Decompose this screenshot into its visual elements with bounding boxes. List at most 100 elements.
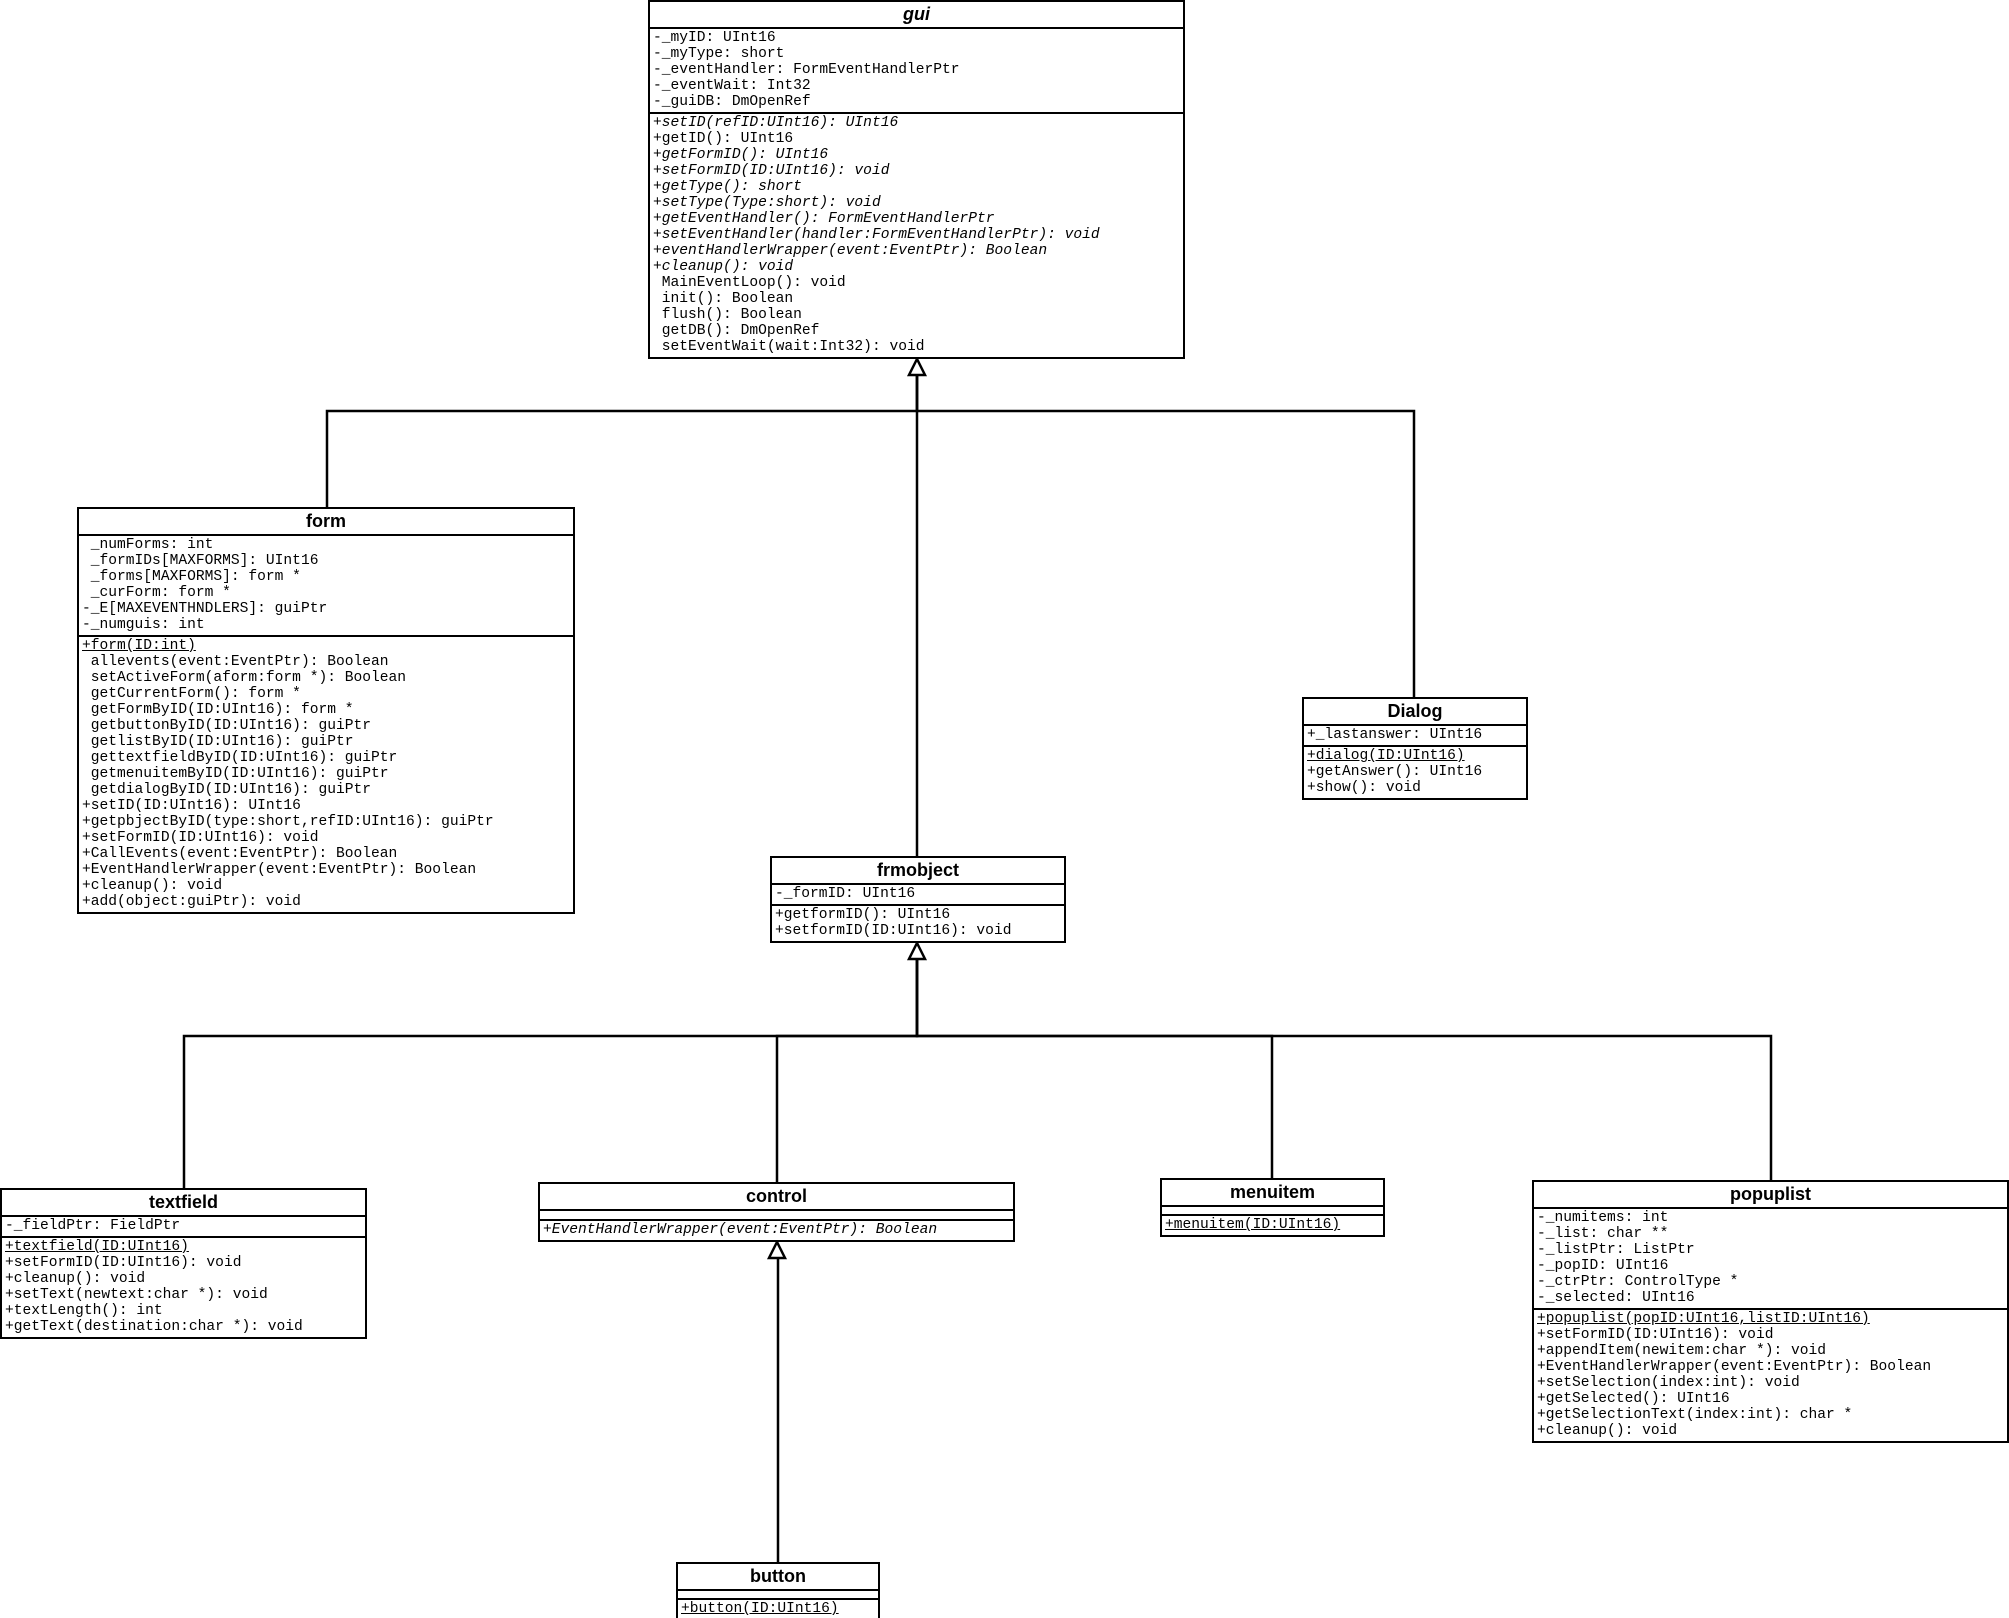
- operation: +setType(Type:short): void: [653, 195, 881, 211]
- attribute: -_listPtr: ListPtr: [1537, 1242, 1695, 1258]
- generalization-line-dialog: [915, 375, 1416, 697]
- class-name: popuplist: [1534, 1182, 2007, 1209]
- operation: +getSelectionText(index:int): char *: [1537, 1407, 1853, 1423]
- attributes-compartment: +_lastanswer: UInt16: [1304, 726, 1526, 745]
- operation: +cleanup(): void: [1537, 1423, 1678, 1439]
- operation: +getformID(): UInt16: [775, 907, 951, 923]
- attribute: -_selected: UInt16: [1537, 1290, 1695, 1306]
- operation: +getpbjectByID(type:short,refID:UInt16):…: [82, 814, 494, 830]
- class-dialog[interactable]: Dialog +_lastanswer: UInt16 +dialog(ID:U…: [1302, 697, 1528, 800]
- attribute: -_numitems: int: [1537, 1210, 1669, 1226]
- operations-compartment: +button(ID:UInt16): [678, 1598, 878, 1618]
- operations-compartment: +getformID(): UInt16+setformID(ID:UInt16…: [772, 904, 1064, 941]
- operations-compartment: +dialog(ID:UInt16)+getAnswer(): UInt16+s…: [1304, 745, 1526, 798]
- operation: +getType(): short: [653, 179, 802, 195]
- operation: +cleanup(): void: [82, 878, 223, 894]
- operations-compartment: +menuitem(ID:UInt16): [1162, 1214, 1383, 1235]
- operation: +textLength(): int: [5, 1303, 163, 1319]
- operations-compartment: +EventHandlerWrapper(event:EventPtr): Bo…: [540, 1219, 1013, 1240]
- operation: +eventHandlerWrapper(event:EventPtr): Bo…: [653, 243, 1048, 259]
- operation: MainEventLoop(): void: [653, 275, 846, 291]
- operations-compartment: +textfield(ID:UInt16)+setFormID(ID:UInt1…: [2, 1236, 365, 1337]
- operations-compartment: +setID(refID:UInt16): UInt16+getID(): UI…: [650, 112, 1183, 357]
- generalization-line-popuplist: [915, 959, 1773, 1180]
- operation: +cleanup(): void: [653, 259, 794, 275]
- attribute: +_lastanswer: UInt16: [1307, 727, 1483, 743]
- generalization-line-textfield: [182, 959, 919, 1188]
- operation: +getID(): UInt16: [653, 131, 794, 147]
- class-button[interactable]: button +button(ID:UInt16): [676, 1562, 880, 1618]
- class-form[interactable]: form _numForms: int _formIDs[MAXFORMS]: …: [77, 507, 575, 914]
- class-name: control: [540, 1184, 1013, 1211]
- attribute: -_myType: short: [653, 46, 785, 62]
- operation: +form(ID:int): [82, 638, 196, 654]
- operation: +cleanup(): void: [5, 1271, 146, 1287]
- class-name: button: [678, 1564, 878, 1591]
- inheritance-arrowhead-control: [766, 1239, 788, 1260]
- generalization-line-menuitem: [915, 959, 1274, 1178]
- class-gui[interactable]: gui -_myID: UInt16-_myType: short-_event…: [648, 0, 1185, 359]
- operation: +setID(ID:UInt16): UInt16: [82, 798, 301, 814]
- operation: +show(): void: [1307, 780, 1421, 796]
- class-name: menuitem: [1162, 1180, 1383, 1207]
- operation: +setID(refID:UInt16): UInt16: [653, 115, 899, 131]
- attribute: -_eventHandler: FormEventHandlerPtr: [653, 62, 960, 78]
- operation: +EventHandlerWrapper(event:EventPtr): Bo…: [1537, 1359, 1932, 1375]
- attribute: -_list: char **: [1537, 1226, 1669, 1242]
- attributes-compartment: _numForms: int _formIDs[MAXFORMS]: UInt1…: [79, 536, 573, 635]
- attributes-compartment: -_numitems: int-_list: char **-_listPtr:…: [1534, 1209, 2007, 1308]
- class-menuitem[interactable]: menuitem +menuitem(ID:UInt16): [1160, 1178, 1385, 1237]
- attribute: _forms[MAXFORMS]: form *: [82, 569, 301, 585]
- operation: flush(): Boolean: [653, 307, 802, 323]
- operation: +setSelection(index:int): void: [1537, 1375, 1800, 1391]
- class-textfield[interactable]: textfield -_fieldPtr: FieldPtr +textfiel…: [0, 1188, 367, 1339]
- operation: gettextfieldByID(ID:UInt16): guiPtr: [82, 750, 398, 766]
- operation: +dialog(ID:UInt16): [1307, 748, 1465, 764]
- operation: +setFormID(ID:UInt16): void: [1537, 1327, 1774, 1343]
- attribute: -_fieldPtr: FieldPtr: [5, 1218, 181, 1234]
- attribute: _formIDs[MAXFORMS]: UInt16: [82, 553, 319, 569]
- attributes-compartment: -_formID: UInt16: [772, 885, 1064, 904]
- attribute: -_formID: UInt16: [775, 886, 916, 902]
- operation: +getEventHandler(): FormEventHandlerPtr: [653, 211, 995, 227]
- operation: +add(object:guiPtr): void: [82, 894, 301, 910]
- operation: +EventHandlerWrapper(event:EventPtr): Bo…: [82, 862, 477, 878]
- operation: +getFormID(): UInt16: [653, 147, 829, 163]
- attributes-compartment: [1162, 1207, 1383, 1214]
- operation: +getAnswer(): UInt16: [1307, 764, 1483, 780]
- attribute: -_ctrPtr: ControlType *: [1537, 1274, 1739, 1290]
- operation: +EventHandlerWrapper(event:EventPtr): Bo…: [543, 1222, 938, 1238]
- attributes-compartment: -_myID: UInt16-_myType: short-_eventHand…: [650, 29, 1183, 112]
- operations-compartment: +form(ID:int) allevents(event:EventPtr):…: [79, 635, 573, 912]
- operation: +textfield(ID:UInt16): [5, 1239, 189, 1255]
- operation: +setformID(ID:UInt16): void: [775, 923, 1012, 939]
- operation: +setEventHandler(handler:FormEventHandle…: [653, 227, 1100, 243]
- class-frmobject[interactable]: frmobject -_formID: UInt16 +getformID():…: [770, 856, 1066, 943]
- attribute: -_myID: UInt16: [653, 30, 776, 46]
- operation: +setFormID(ID:UInt16): void: [653, 163, 890, 179]
- attributes-compartment: -_fieldPtr: FieldPtr: [2, 1217, 365, 1236]
- class-name: gui: [650, 2, 1183, 29]
- attribute: -_guiDB: DmOpenRef: [653, 94, 811, 110]
- operation: setEventWait(wait:Int32): void: [653, 339, 925, 355]
- attribute: -_E[MAXEVENTHNDLERS]: guiPtr: [82, 601, 328, 617]
- attribute: -_popID: UInt16: [1537, 1258, 1669, 1274]
- operation: +appendItem(newitem:char *): void: [1537, 1343, 1827, 1359]
- operation: +popuplist(popID:UInt16,listID:UInt16): [1537, 1311, 1870, 1327]
- operation: getbuttonByID(ID:UInt16): guiPtr: [82, 718, 372, 734]
- class-popuplist[interactable]: popuplist -_numitems: int-_list: char **…: [1532, 1180, 2009, 1443]
- attribute: -_eventWait: Int32: [653, 78, 811, 94]
- operation: getDB(): DmOpenRef: [653, 323, 820, 339]
- operation: +getSelected(): UInt16: [1537, 1391, 1730, 1407]
- attribute: _numForms: int: [82, 537, 214, 553]
- attributes-compartment: [540, 1211, 1013, 1219]
- attribute: -_numguis: int: [82, 617, 205, 633]
- attributes-compartment: [678, 1591, 878, 1598]
- class-control[interactable]: control +EventHandlerWrapper(event:Event…: [538, 1182, 1015, 1242]
- class-name: form: [79, 509, 573, 536]
- class-name: Dialog: [1304, 699, 1526, 726]
- class-name: frmobject: [772, 858, 1064, 885]
- inheritance-arrowhead-gui: [906, 356, 928, 377]
